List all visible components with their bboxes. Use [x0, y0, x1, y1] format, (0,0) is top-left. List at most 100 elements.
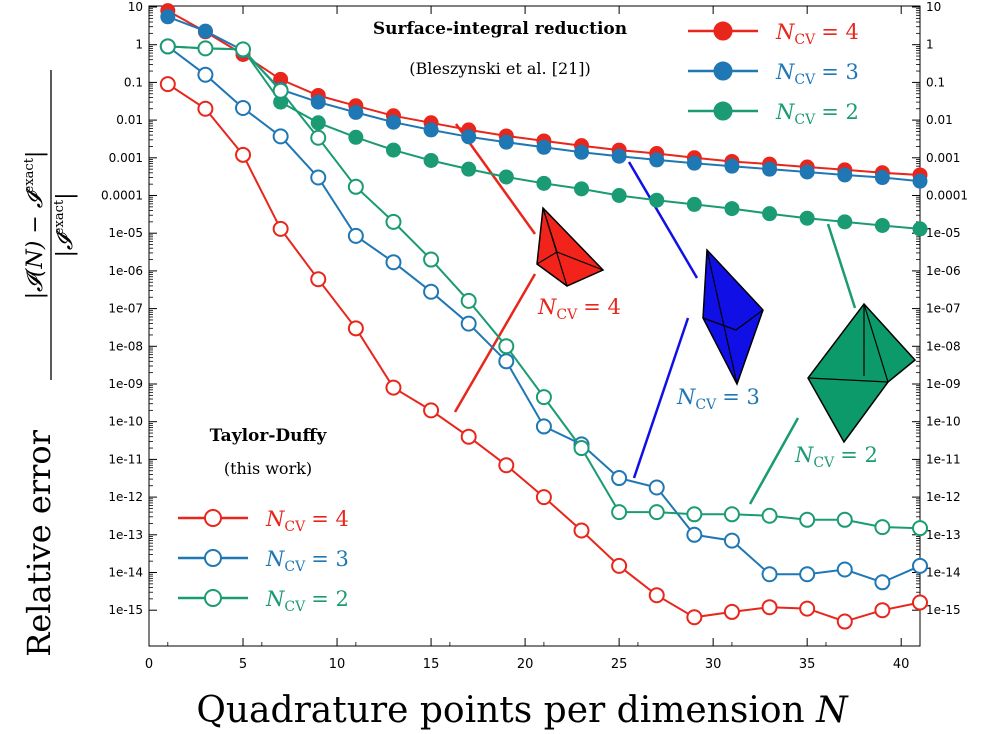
series-surface-integral-1: [160, 9, 928, 189]
tetrahedron-edge: [536, 251, 558, 265]
data-point: [836, 511, 853, 528]
y-tick-label-right: 1e-06: [926, 264, 961, 278]
data-point: [460, 428, 477, 445]
legend-title-taylor-duffy: Taylor-Duffy: [210, 426, 328, 446]
legend-item: NCV= 4: [178, 507, 349, 535]
data-point: [724, 201, 740, 217]
tetrahedron-edge: [542, 207, 558, 253]
legend-marker: [713, 61, 733, 81]
data-point: [535, 489, 552, 506]
y-tick-label: 1e-08: [108, 339, 143, 353]
data-point: [385, 379, 402, 396]
data-point: [648, 587, 665, 604]
annotation-pointer-line: [748, 417, 800, 505]
data-point: [197, 66, 214, 83]
y-tick-label: 1: [135, 38, 143, 52]
data-point: [611, 504, 628, 521]
y-tick-label: 1e-15: [108, 603, 143, 617]
data-point: [611, 470, 628, 487]
data-point: [648, 479, 665, 496]
annotation-ncv2: NCV= 2: [748, 223, 917, 505]
data-point: [498, 353, 515, 370]
data-point: [836, 613, 853, 630]
data-point: [310, 94, 326, 110]
y-tick-label: 1e-13: [108, 528, 143, 542]
y-tick-label-right: 1: [926, 38, 934, 52]
legend-marker: [204, 509, 222, 527]
x-tick-label: 30: [705, 657, 722, 672]
x-tick-label: 0: [145, 657, 153, 672]
annotation-pointer-line: [632, 317, 690, 479]
annotation-label-ncv4: NCV= 4: [537, 295, 621, 323]
data-point: [799, 600, 816, 617]
data-point: [347, 320, 364, 337]
data-point: [912, 557, 928, 574]
data-point: [272, 128, 289, 145]
annotation-label-ncv3: NCV= 3: [676, 385, 760, 413]
x-tick-label: 10: [329, 657, 346, 672]
tetrahedron-edge: [702, 317, 737, 331]
data-point: [385, 254, 402, 271]
data-point: [535, 389, 552, 406]
data-point: [649, 152, 665, 168]
y-axis-label: Relative error |𝓘(N) − 𝓘exact| |𝓘exact|: [20, 70, 78, 657]
data-point: [159, 76, 176, 93]
data-point: [460, 292, 477, 309]
y-ticks-left: 1010.10.010.0010.00011e-051e-061e-071e-0…: [101, 0, 157, 617]
data-point: [799, 210, 815, 226]
data-point: [761, 566, 778, 583]
y-tick-label-right: 1e-05: [926, 226, 961, 240]
data-point: [912, 520, 928, 537]
y-tick-label: 1e-07: [108, 302, 143, 316]
y-tick-label-right: 1e-12: [926, 490, 961, 504]
data-point: [874, 574, 891, 591]
data-point: [723, 506, 740, 523]
data-point: [235, 99, 252, 116]
data-point: [385, 142, 401, 158]
series-taylor-duffy-5: [159, 38, 928, 537]
y-tick-label: 1e-12: [108, 490, 143, 504]
annotation-ncv4: NCV= 4: [453, 123, 621, 413]
x-tick-label: 5: [239, 657, 247, 672]
data-point: [272, 82, 289, 99]
data-point: [762, 161, 778, 177]
data-point: [686, 155, 702, 171]
data-point: [724, 158, 740, 174]
annotation-pointer-line: [453, 273, 537, 413]
data-point: [348, 129, 364, 145]
data-point: [423, 251, 440, 268]
legend-label: NCV= 4: [265, 507, 349, 535]
data-point: [310, 271, 327, 288]
data-point: [536, 139, 552, 155]
data-point: [837, 167, 853, 183]
data-point: [159, 38, 176, 55]
y-tick-label-right: 1e-11: [926, 452, 961, 466]
legend-item: NCV= 2: [178, 587, 349, 615]
x-tick-label: 25: [611, 657, 628, 672]
legend-label: NCV= 3: [775, 60, 859, 88]
annotation-pointer-line: [826, 223, 857, 309]
legend-item: NCV= 4: [688, 20, 859, 48]
legend-item: NCV= 3: [178, 547, 349, 575]
data-point: [197, 23, 213, 39]
legend-label: NCV= 3: [265, 547, 349, 575]
legend-subtitle-surface-integral: (Bleszynski et al. [21]): [409, 59, 591, 78]
y-tick-label-right: 1e-13: [926, 528, 961, 542]
data-point: [235, 41, 252, 58]
data-point: [648, 504, 665, 521]
data-point: [649, 192, 665, 208]
annotation-label-ncv2: NCV= 2: [794, 443, 878, 471]
y-axis-label-text: Relative error: [20, 429, 58, 656]
data-point: [347, 227, 364, 244]
data-point: [874, 218, 890, 234]
data-point: [799, 164, 815, 180]
y-tick-label-right: 1e-09: [926, 377, 961, 391]
y-tick-label: 1e-14: [108, 566, 143, 580]
data-point: [799, 566, 816, 583]
data-point: [686, 609, 703, 626]
y-tick-label-right: 1e-08: [926, 339, 961, 353]
data-point: [874, 519, 891, 536]
x-tick-label: 20: [517, 657, 534, 672]
y-tick-label: 1e-09: [108, 377, 143, 391]
